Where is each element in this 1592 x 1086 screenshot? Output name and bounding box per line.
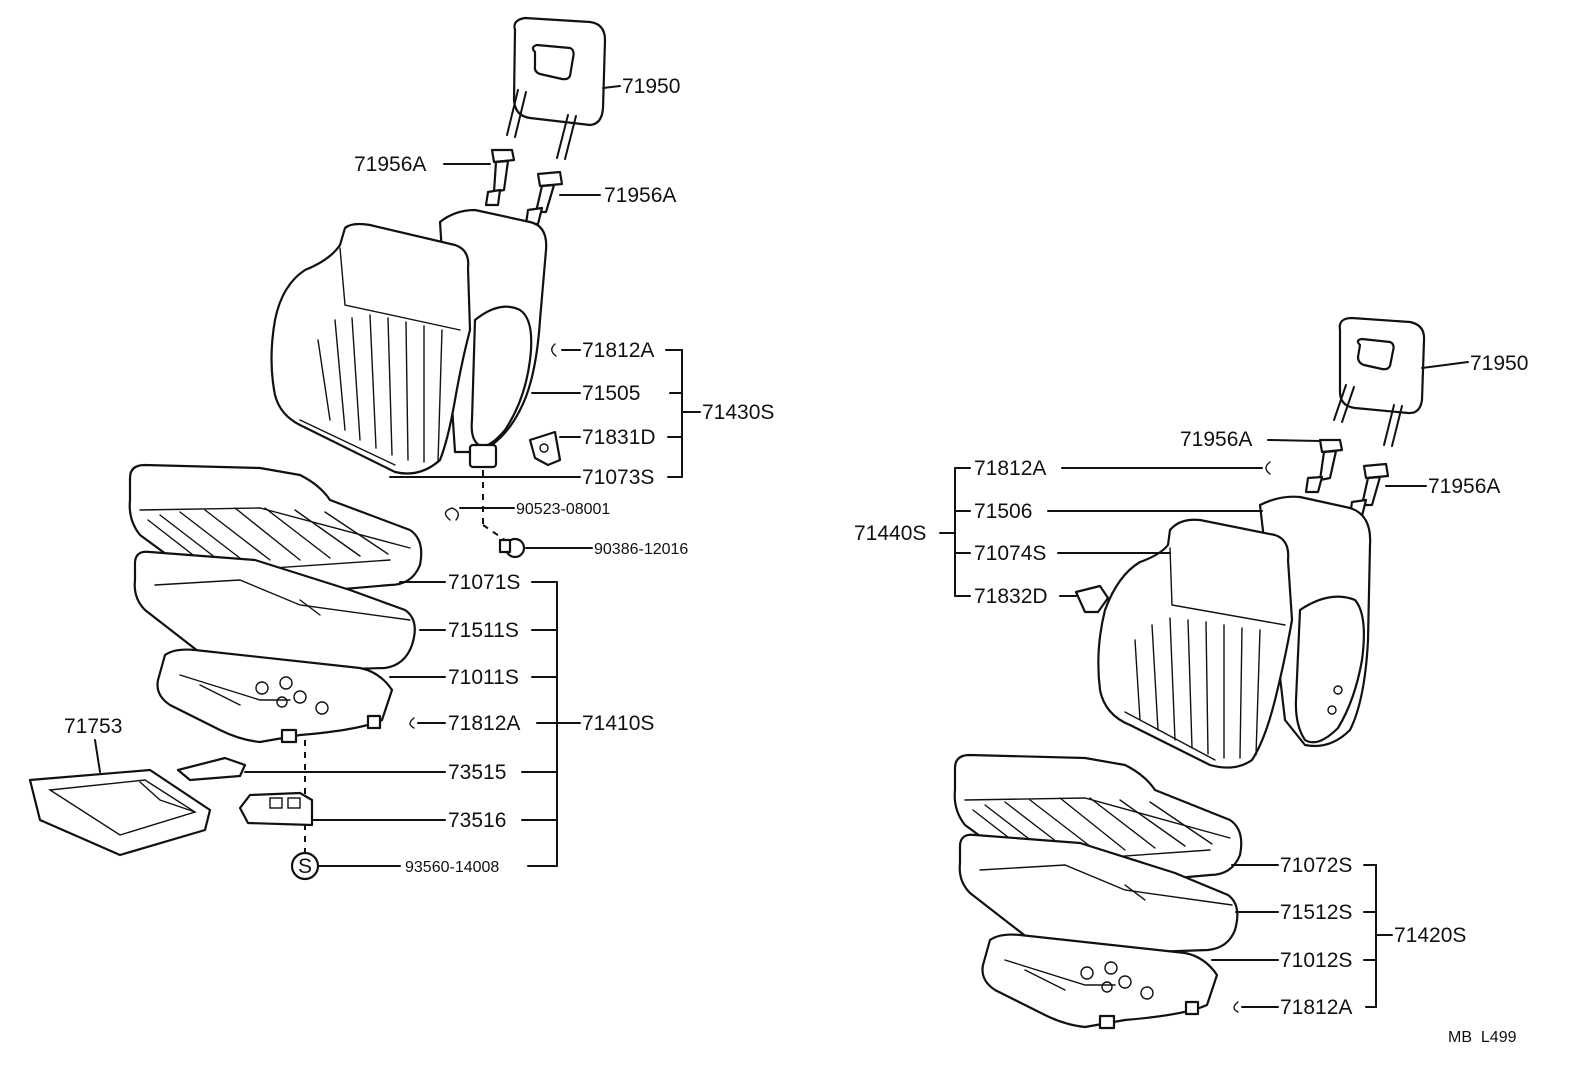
label-right-71832d: 71832D xyxy=(974,585,1048,608)
left-hinge xyxy=(528,430,562,467)
left-headrest-support-1 xyxy=(484,148,516,207)
label-left-93560: 93560-14008 xyxy=(405,859,499,876)
label-right-71506: 71506 xyxy=(974,500,1032,523)
right-seat-cushion-pad xyxy=(958,833,1239,957)
right-leaders xyxy=(939,361,1469,1008)
label-left-90523: 90523-08001 xyxy=(516,501,610,518)
left-bracket-b xyxy=(238,791,314,827)
left-headrest-support-2 xyxy=(524,170,564,226)
label-left-71831d: 71831D xyxy=(582,426,656,449)
left-bolt-a xyxy=(498,537,526,559)
left-leaders xyxy=(94,85,701,867)
label-right-71950: 71950 xyxy=(1470,352,1528,375)
label-left-71071s: 71071S xyxy=(448,571,520,594)
left-clip-back xyxy=(551,343,557,357)
label-right-71812a-back: 71812A xyxy=(974,457,1046,480)
right-seat-frame xyxy=(981,933,1219,1030)
left-clip-cushion xyxy=(409,717,415,729)
left-seatback-front xyxy=(270,222,472,475)
right-headrest-support-1 xyxy=(1304,438,1344,494)
right-headrest-support-2 xyxy=(1348,462,1390,518)
label-right-71012s: 71012S xyxy=(1280,949,1352,972)
label-left-71956a-2: 71956A xyxy=(604,184,676,207)
label-left-screw-marker: S xyxy=(298,855,312,878)
left-headrest xyxy=(506,16,607,160)
label-left-71511s: 71511S xyxy=(448,619,519,642)
left-bracket-a xyxy=(176,756,247,782)
label-left-71753: 71753 xyxy=(64,715,122,738)
right-clip-back xyxy=(1265,461,1271,475)
left-back-dash-2 xyxy=(482,524,506,541)
label-right-71420s: 71420S xyxy=(1394,924,1466,947)
label-left-73515: 73515 xyxy=(448,761,506,784)
left-nut-a xyxy=(444,507,459,521)
footer-code: MB L499 xyxy=(1448,1029,1517,1046)
left-tray xyxy=(28,768,212,857)
label-left-71410s: 71410S xyxy=(582,712,654,735)
right-clip-cushion xyxy=(1233,1001,1239,1013)
label-right-71956a-2: 71956A xyxy=(1428,475,1500,498)
left-seat-frame xyxy=(156,648,394,744)
label-left-71011s: 71011S xyxy=(448,666,519,689)
right-hinge xyxy=(1074,584,1110,614)
label-right-71072s: 71072S xyxy=(1280,854,1352,877)
label-left-71505: 71505 xyxy=(582,382,640,405)
label-right-71512s: 71512S xyxy=(1280,901,1352,924)
right-seatback-front xyxy=(1097,518,1294,769)
label-right-71956a-1: 71956A xyxy=(1180,428,1252,451)
right-headrest xyxy=(1333,316,1426,447)
label-right-71074s: 71074S xyxy=(974,542,1046,565)
label-right-71812a-cushion: 71812A xyxy=(1280,996,1352,1019)
label-left-71073s: 71073S xyxy=(582,466,654,489)
label-left-71950: 71950 xyxy=(622,75,680,98)
label-left-71812a-cushion: 71812A xyxy=(448,712,520,735)
label-left-71430s: 71430S xyxy=(702,401,774,424)
left-seat-cushion-pad xyxy=(133,550,416,674)
label-left-90386: 90386-12016 xyxy=(594,541,688,558)
label-left-73516: 73516 xyxy=(448,809,506,832)
label-left-71812a-back: 71812A xyxy=(582,339,654,362)
label-left-71956a-1: 71956A xyxy=(354,153,426,176)
label-right-71440s: 71440S xyxy=(854,522,926,545)
